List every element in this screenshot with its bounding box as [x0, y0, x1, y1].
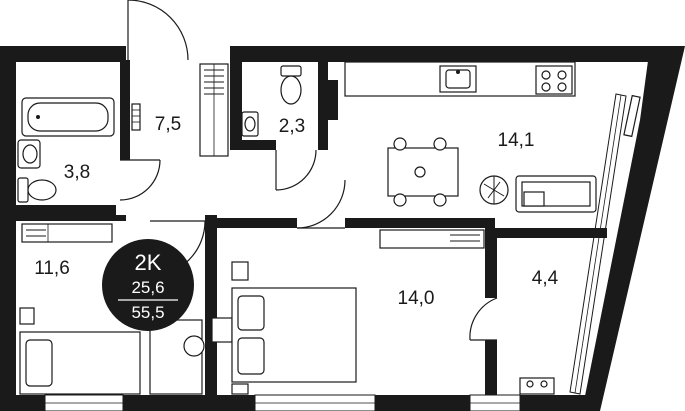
room-area-bedroom: 11,6: [34, 258, 70, 279]
desk-icon: [149, 317, 233, 395]
room-area-hall: 7,5: [155, 114, 181, 135]
toilet-icon: [17, 177, 57, 203]
bottom-windows: [44, 394, 521, 411]
badge-type: 2K: [135, 250, 162, 275]
room-area-balcony: 4,4: [532, 268, 559, 289]
toilet-icon: [280, 65, 302, 105]
radiator-icon: [21, 223, 113, 243]
badge-total-area: 55,5: [131, 303, 164, 322]
door-icon: [119, 0, 498, 341]
bed-icon: [231, 261, 357, 395]
sink-icon: [17, 139, 41, 169]
room-area-kitchen-living: 14,1: [498, 130, 535, 151]
badge-circle: [102, 239, 194, 331]
room-area-wc: 2,3: [279, 116, 305, 137]
window-right: [569, 93, 627, 395]
sofa-icon: [515, 175, 597, 213]
plant-icon: [479, 175, 509, 205]
sink-icon: [241, 111, 259, 137]
apartment-badge: 2K 25,6 55,5: [102, 239, 194, 331]
room-area-living-room: 14,0: [398, 288, 435, 309]
interior-walls: [16, 60, 607, 395]
radiator-icon: [623, 94, 641, 138]
kitchen-counter: [344, 61, 576, 97]
wardrobe-icon: [199, 63, 229, 157]
dining-table-icon: [387, 137, 459, 207]
room-area-bathroom: 3,8: [64, 162, 90, 183]
stove-icon: [535, 65, 573, 95]
radiator-icon: [379, 229, 485, 249]
radiator-icon: [131, 103, 141, 131]
balcony-chair: [519, 377, 555, 395]
bed-icon: [19, 307, 141, 395]
badge-living-area: 25,6: [131, 278, 164, 297]
bathtub-icon: [21, 97, 115, 137]
